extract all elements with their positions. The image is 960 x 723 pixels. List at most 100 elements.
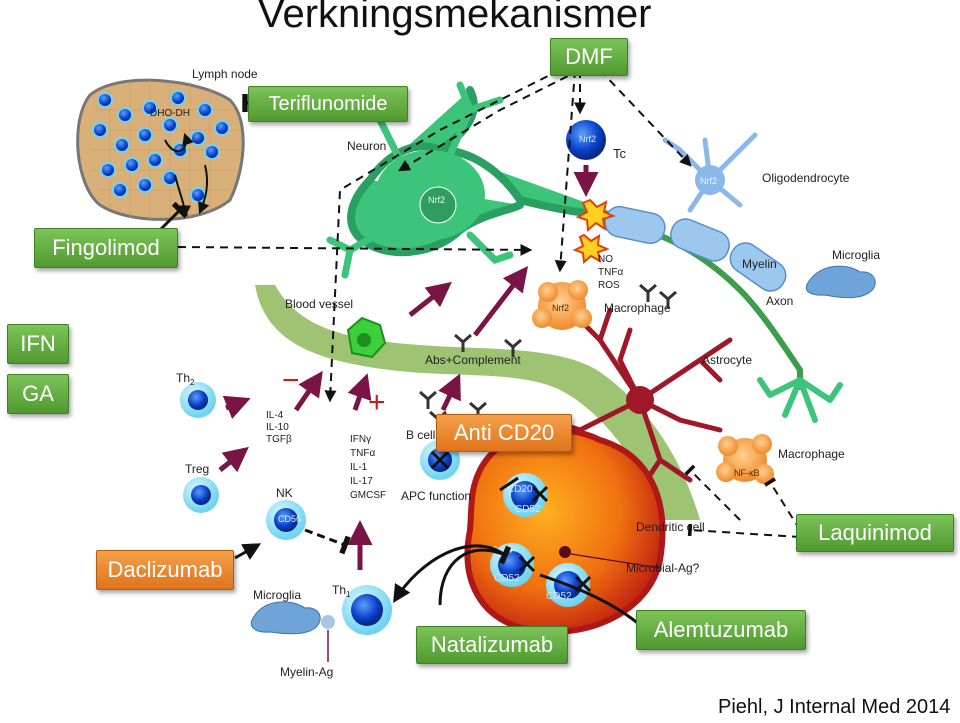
oligodendrocyte-label: Oligodendrocyte bbox=[762, 171, 850, 185]
macrophage-top: Nrf2 bbox=[532, 280, 592, 330]
lymph-cell bbox=[162, 170, 178, 186]
daclizumab-label: Daclizumab bbox=[96, 550, 234, 590]
microglia-bottom bbox=[250, 601, 321, 635]
lymph-cell bbox=[114, 137, 130, 153]
citation: Piehl, J Internal Med 2014 bbox=[718, 696, 951, 718]
page-title: Verkningsmekanismer bbox=[258, 0, 652, 36]
cd52-label: CD52 bbox=[494, 573, 520, 584]
tnfa2-label: TNFα bbox=[350, 448, 375, 459]
lymph-cell bbox=[162, 117, 178, 133]
lymph-cell bbox=[214, 120, 230, 136]
nk-cell bbox=[266, 500, 306, 540]
myelin-ag-label: Myelin-Ag bbox=[280, 665, 333, 679]
ros-label: ROS bbox=[598, 280, 620, 291]
natalizumab-label: Natalizumab bbox=[416, 626, 568, 664]
lymph-cell bbox=[92, 122, 108, 138]
lymph-cell bbox=[170, 90, 186, 106]
neuron-nrf2-label: Nrf2 bbox=[428, 195, 445, 205]
alemtuzumab-label: Alemtuzumab bbox=[636, 610, 806, 650]
il17-label: IL-17 bbox=[350, 476, 373, 487]
tc-label: Tc bbox=[613, 146, 627, 161]
lymph-cell bbox=[137, 177, 153, 193]
nk-inhibit-line bbox=[304, 528, 351, 555]
blocked-mark bbox=[531, 485, 549, 503]
th1-label: Th1 bbox=[332, 583, 351, 599]
lymph-cell bbox=[204, 144, 220, 160]
lymph-cell bbox=[137, 127, 153, 143]
lymph-node: Lymph node DHO-DH bbox=[76, 67, 258, 221]
damage-bursts bbox=[572, 198, 616, 264]
nfkb-label: NF-κB bbox=[734, 468, 760, 478]
plus-sign: + bbox=[368, 386, 386, 419]
lymph-cell bbox=[100, 162, 116, 178]
abs-complement-label: Abs+Complement bbox=[425, 353, 521, 367]
astrocyte-label: Astrocyte bbox=[702, 353, 752, 367]
laquinimod-label: Laquinimod bbox=[796, 514, 954, 552]
lymph-cell bbox=[190, 130, 206, 146]
lymph-node-cells bbox=[92, 90, 230, 203]
treg-cell bbox=[183, 477, 219, 513]
minus-sign: − bbox=[282, 364, 300, 397]
gmcsf-label: GMCSF bbox=[350, 490, 386, 501]
cd52-label: CD52 bbox=[546, 591, 572, 602]
fingolimod-label: Fingolimod bbox=[34, 228, 178, 268]
blocked-mark bbox=[518, 555, 536, 573]
oligodendrocyte bbox=[662, 132, 758, 213]
ifn-label: IFN bbox=[7, 324, 69, 364]
dho-dh-label: DHO-DH bbox=[150, 108, 190, 119]
dendritic-cell-label: Dendritic cell bbox=[636, 520, 705, 534]
drug-action-lines bbox=[177, 69, 801, 538]
lymph-cell bbox=[117, 107, 133, 123]
cd20-label: CD20 bbox=[507, 484, 533, 495]
lymph-cell bbox=[147, 152, 163, 168]
microglia-top bbox=[805, 265, 876, 299]
tc-nrf2-label: Nrf2 bbox=[579, 134, 596, 144]
axon-label: Axon bbox=[766, 294, 793, 308]
cd52-label: CD52 bbox=[515, 504, 541, 515]
ga-label: GA bbox=[7, 374, 69, 414]
il1-label: IL-1 bbox=[350, 462, 368, 473]
macrophage-nrf2-label: Nrf2 bbox=[552, 303, 569, 313]
macrophage-right-label: Macrophage bbox=[778, 447, 845, 461]
lymph-cell bbox=[124, 157, 140, 173]
th2-label: Th2 bbox=[176, 371, 195, 387]
lymph-node-label: Lymph node bbox=[192, 67, 258, 81]
nk-label: NK bbox=[276, 486, 293, 500]
il4-label: IL-4 bbox=[266, 410, 284, 421]
macrophage-right: NF-κB bbox=[716, 434, 774, 484]
b-cell-label: B cell bbox=[406, 428, 435, 442]
microbial-ag-dot bbox=[559, 546, 571, 558]
neuron-label: Neuron bbox=[347, 139, 386, 153]
blood-vessel-label: Blood vessel bbox=[285, 297, 353, 311]
treg-label: Treg bbox=[185, 462, 209, 476]
tc-cell: Nrf2 Tc bbox=[566, 120, 627, 161]
lymph-cell bbox=[197, 102, 213, 118]
oligo-nrf2-label: Nrf2 bbox=[700, 176, 717, 186]
lymph-cell bbox=[142, 100, 158, 116]
dmf-label: DMF bbox=[550, 38, 628, 76]
green-apc-cell bbox=[346, 316, 387, 359]
microbial-ag-label: Microbial-Ag? bbox=[626, 561, 700, 575]
il10-label: IL-10 bbox=[266, 422, 289, 433]
lymph-cell bbox=[190, 187, 206, 203]
no-label: NO bbox=[598, 254, 613, 265]
ifng-label: IFNγ bbox=[350, 434, 371, 445]
apc-function-label: APC function bbox=[401, 489, 471, 503]
lymph-cell bbox=[97, 92, 113, 108]
myelin-ag-dot bbox=[321, 615, 335, 629]
cd56-label: CD56 bbox=[278, 514, 301, 524]
microbial-ag-line bbox=[570, 553, 661, 569]
purple-arrows bbox=[218, 165, 599, 570]
microglia-bottom-label: Microglia bbox=[253, 588, 301, 602]
axon: Myelin Axon bbox=[599, 205, 843, 423]
microglia-top-label: Microglia bbox=[832, 248, 880, 262]
th1-cell bbox=[342, 585, 392, 635]
tnfa-label: TNFα bbox=[598, 267, 623, 278]
lymph-cell bbox=[112, 182, 128, 198]
tgfb-label: TGFβ bbox=[266, 434, 292, 445]
th2-cell bbox=[180, 382, 216, 418]
macrophage-top-label: Macrophage bbox=[604, 301, 671, 315]
anti-cd20-label: Anti CD20 bbox=[436, 414, 572, 452]
